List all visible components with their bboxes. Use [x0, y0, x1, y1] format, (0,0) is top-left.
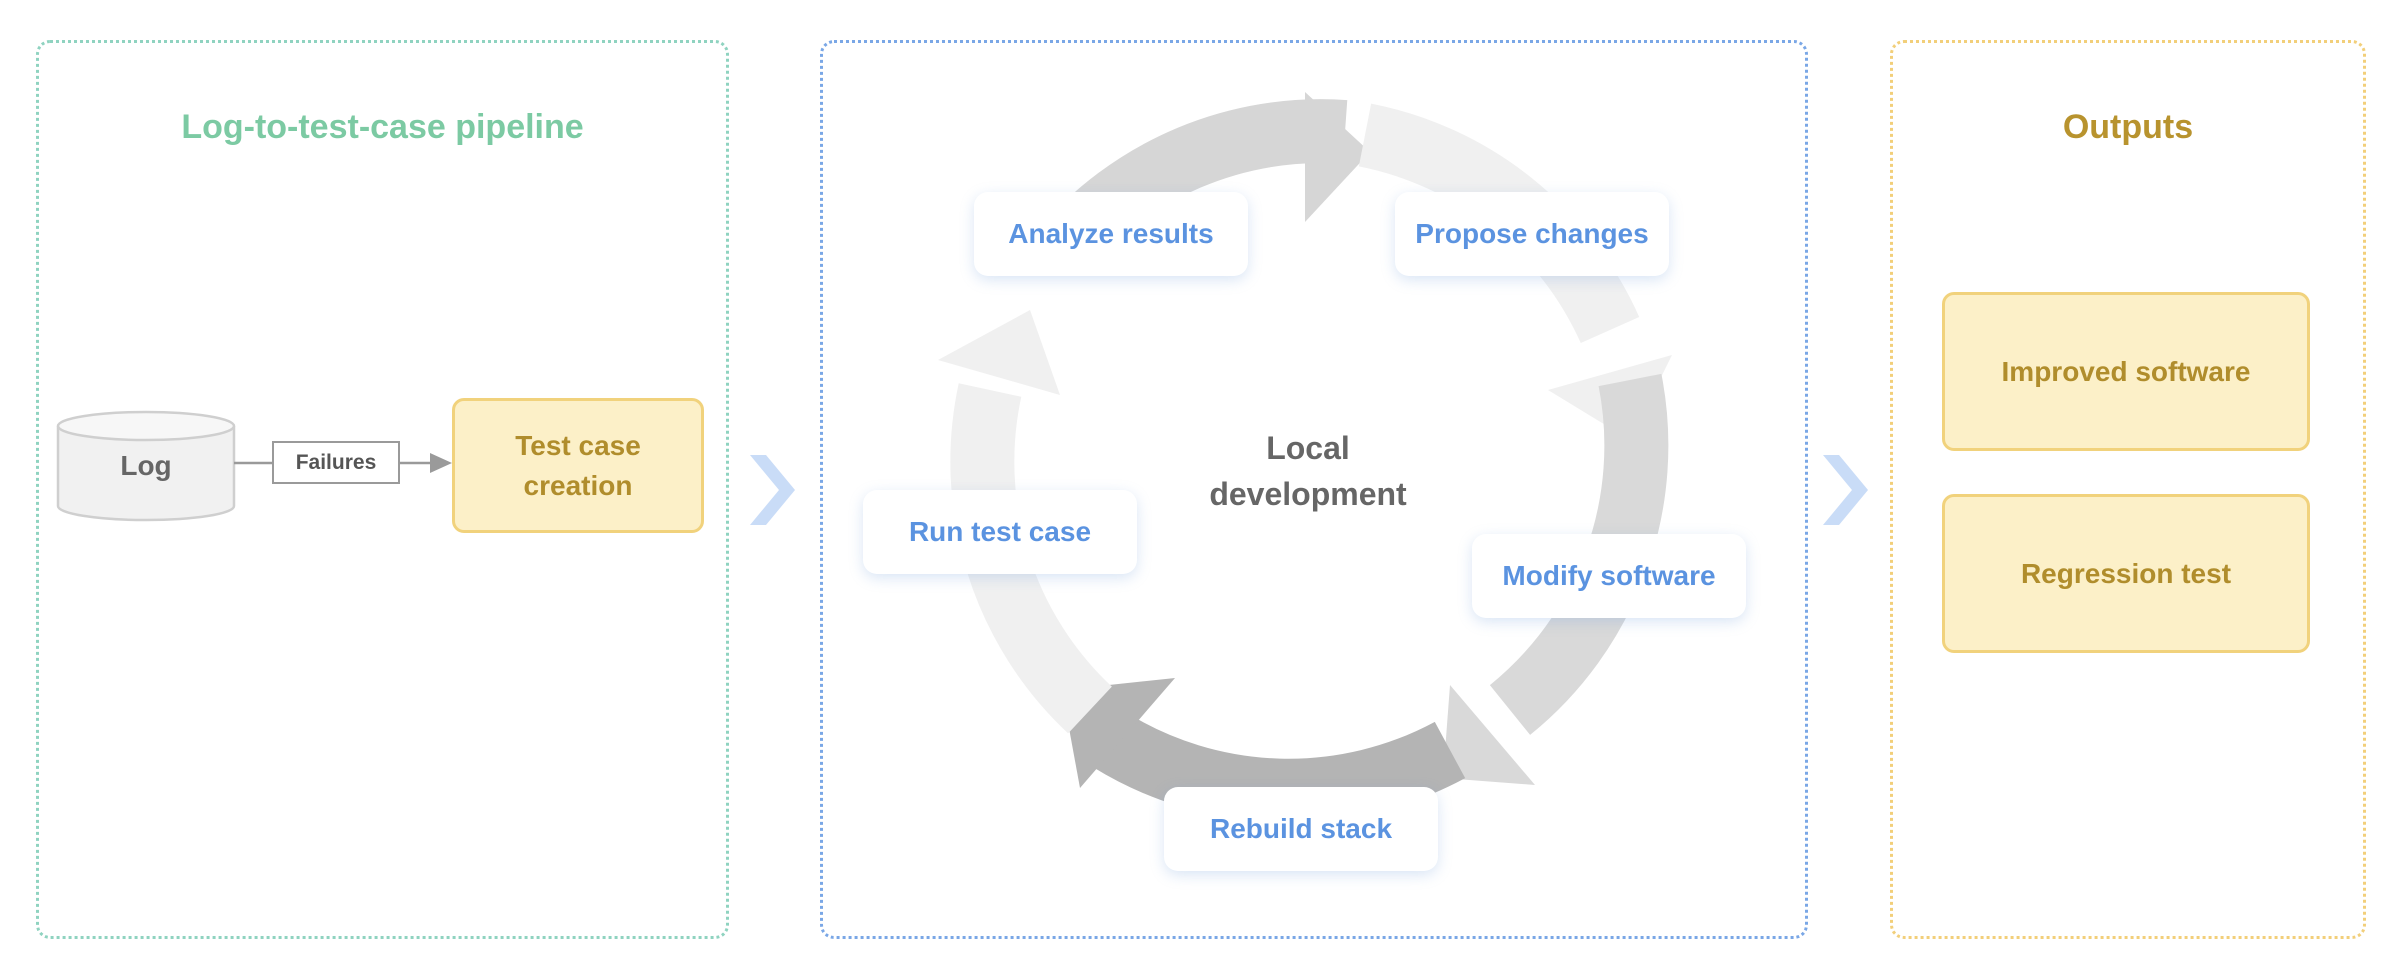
center-label-line1: Local — [1266, 430, 1350, 466]
step-propose-changes: Propose changes — [1395, 192, 1669, 276]
step-rebuild-stack: Rebuild stack — [1164, 787, 1438, 871]
chevron-right-icon — [1823, 455, 1868, 525]
pipeline-panel — [36, 40, 729, 939]
arrow-head-icon — [1443, 685, 1535, 785]
outputs-title: Outputs — [2062, 108, 2194, 146]
local-development-panel — [820, 40, 1808, 939]
local-development-label: Local development — [1158, 425, 1458, 517]
center-label-line2: development — [1209, 476, 1407, 512]
pipeline-title: Log-to-test-case pipeline — [181, 108, 584, 146]
test-case-creation-box: Test case creation — [452, 398, 704, 533]
output-improved-software: Improved software — [1942, 292, 2310, 451]
outputs-panel — [1890, 40, 2366, 939]
step-analyze-results: Analyze results — [974, 192, 1248, 276]
log-label: Log — [120, 450, 172, 481]
log-cylinder — [56, 410, 236, 522]
failures-connector — [234, 453, 452, 473]
step-modify-software: Modify software — [1472, 534, 1746, 618]
step-run-test-case: Run test case — [863, 490, 1137, 574]
arrow-head-icon — [1305, 92, 1370, 222]
failures-label: Failures — [272, 441, 400, 484]
chevron-right-icon — [750, 455, 795, 525]
test-case-creation-label: Test case creation — [515, 430, 641, 501]
arrow-head-icon — [938, 310, 1060, 395]
output-regression-test: Regression test — [1942, 494, 2310, 653]
